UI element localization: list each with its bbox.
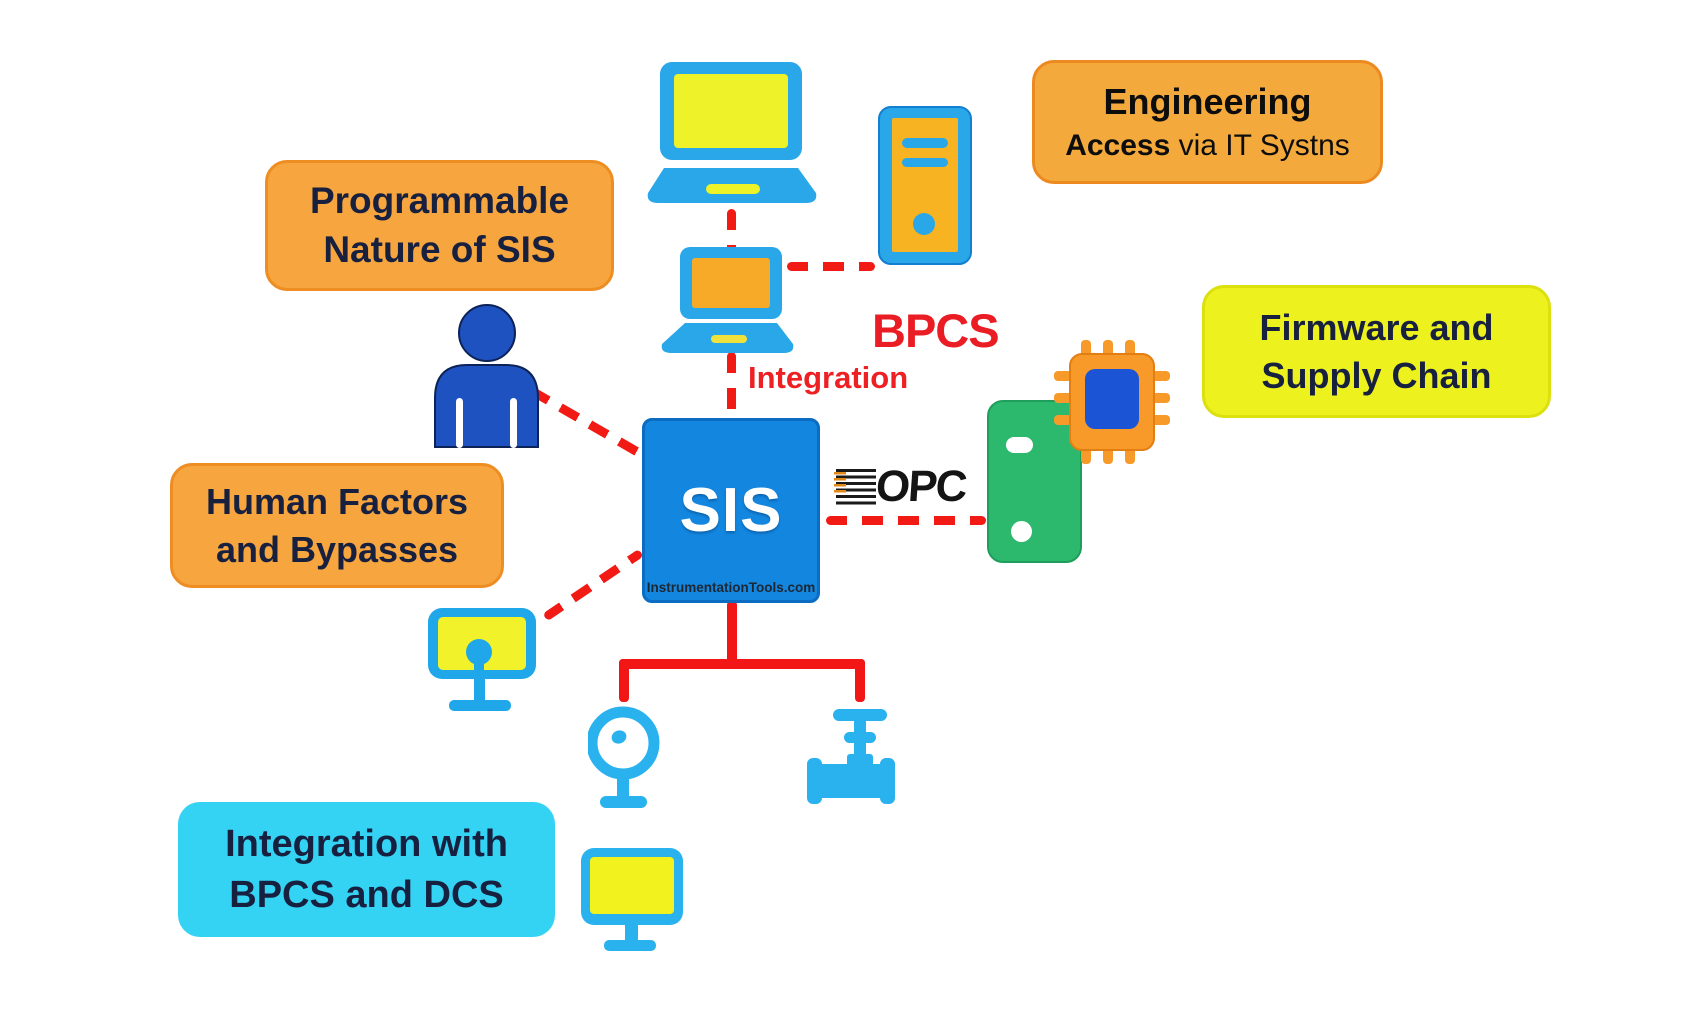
- sis-label: SIS: [679, 476, 783, 545]
- integration-label: Integration: [748, 360, 909, 395]
- engineering-line2: Access via IT Systns: [1065, 126, 1350, 166]
- firmware-line2: Supply Chain: [1261, 354, 1492, 396]
- monitor-icon: [581, 848, 683, 951]
- card-slot: [1006, 437, 1033, 453]
- opc-speed-lines-icon: [834, 469, 876, 505]
- watermark: InstrumentationTools.com: [646, 580, 816, 595]
- dashed-connector-person-to-sis: [528, 386, 646, 460]
- dashed-connector-laptop-to-laptop: [727, 209, 736, 251]
- keyhole-monitor-icon: [428, 608, 536, 711]
- opc-logo: OPC: [834, 462, 970, 512]
- dashed-connector-laptop-to-sis: [727, 352, 736, 416]
- sis-node: SIS InstrumentationTools.com: [642, 418, 820, 603]
- integration-bpcs-line1: Integration with: [225, 823, 508, 866]
- firmware-line1: Firmware and: [1259, 306, 1494, 348]
- human-factors-line2: and Bypasses: [215, 528, 459, 570]
- dashed-connector-sis-to-keyhole-monitor: [542, 548, 644, 622]
- integration-bpcs-line2: BPCS and DCS: [229, 873, 504, 916]
- programmable-line1: Programmable: [309, 179, 570, 221]
- engineering-access-box: Engineering Access via IT Systns: [1032, 60, 1383, 184]
- dashed-connector-sis-to-card: [826, 516, 986, 525]
- dashed-connector-laptop-to-tower: [787, 262, 875, 271]
- valve-icon: [807, 709, 895, 804]
- tower-computer-icon: [878, 106, 972, 265]
- chip-icon: [1054, 340, 1170, 464]
- engineering-via-text: via IT Systns: [1170, 128, 1350, 162]
- programmable-line2: Nature of SIS: [323, 228, 556, 270]
- human-factors-box: Human Factors and Bypasses: [170, 463, 504, 588]
- firmware-supply-chain-box: Firmware and Supply Chain: [1202, 285, 1551, 418]
- solid-connector-to-valve: [855, 659, 865, 702]
- solid-connector-to-gauge: [619, 659, 629, 702]
- bpcs-label: BPCS: [872, 304, 1000, 357]
- engineering-access-bold: Access: [1065, 128, 1171, 162]
- opc-text: OPC: [874, 462, 968, 511]
- access-card-icon: [987, 400, 1082, 563]
- laptop-icon: [647, 62, 817, 203]
- solid-connector-sis-down: [727, 601, 737, 665]
- gauge-icon: [588, 706, 660, 808]
- engineering-line1: Engineering: [1103, 81, 1312, 123]
- integration-bpcs-dcs-box: Integration with BPCS and DCS: [178, 802, 555, 937]
- person-icon: [434, 304, 539, 448]
- human-factors-line1: Human Factors: [205, 480, 469, 522]
- card-hole: [1011, 521, 1032, 542]
- solid-connector-branch-bar: [619, 659, 865, 669]
- programmable-nature-box: Programmable Nature of SIS: [265, 160, 614, 291]
- laptop-small-icon: [661, 247, 794, 353]
